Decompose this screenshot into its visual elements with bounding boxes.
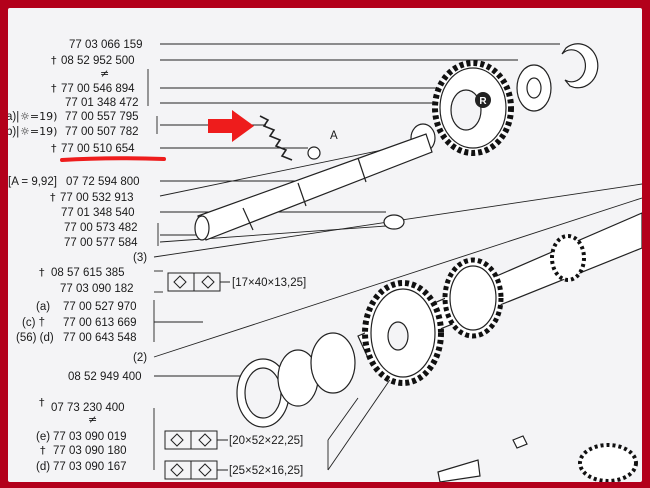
- main-shaft: [194, 133, 433, 241]
- callout-5: 77 00 557 795: [65, 111, 139, 123]
- dimension-block-1: [17×40×13,25]: [167, 272, 306, 292]
- gearbox-exploded-diagram: 77 03 066 159 † 08 52 952 500 ≠ † 77 00 …: [8, 39, 642, 482]
- ring-mark-r: R: [479, 96, 487, 107]
- callout-19: (2): [133, 352, 147, 364]
- callout-18-prefix: (56) (d): [16, 332, 54, 344]
- detent-ball: [307, 146, 321, 160]
- lower-fork: [437, 459, 481, 482]
- highlight-annotations: [60, 110, 254, 162]
- locking-pin: [383, 214, 405, 230]
- gap-label: A: [330, 130, 338, 142]
- callout-2-not-equal: ≠: [100, 67, 109, 80]
- callout-labels: 77 03 066 159 † 08 52 952 500 ≠ † 77 00 …: [8, 39, 147, 473]
- callout-15: 77 03 090 182: [60, 283, 134, 295]
- red-highlight-arrow: [208, 110, 254, 142]
- callout-6: 77 00 507 782: [65, 126, 139, 138]
- callout-5-mark: ☼=19): [20, 110, 57, 123]
- callout-16: 77 00 527 970: [63, 301, 137, 313]
- lay-gear-medium: [442, 257, 504, 339]
- dimension-blocks: [17×40×13,25] [20×52×22,25] [25×52×16,25…: [164, 272, 306, 480]
- dimension-block-3: [25×52×16,25]: [164, 460, 303, 480]
- callout-14-mark: †: [39, 266, 45, 279]
- callout-22: 77 03 090 019: [53, 431, 127, 443]
- exploded-diagram-page: 77 03 066 159 † 08 52 952 500 ≠ † 77 00 …: [8, 8, 642, 482]
- callout-4: 77 01 348 472: [65, 97, 139, 109]
- callout-17: 77 00 613 669: [63, 317, 137, 329]
- callout-9: 77 00 532 913: [60, 192, 134, 204]
- callout-13: (3): [133, 252, 147, 264]
- callout-6-prefix: b)|: [8, 126, 19, 138]
- bearing-symbol-icon: [170, 463, 184, 477]
- callout-5-prefix: a)|: [8, 111, 19, 123]
- callout-9-mark: †: [50, 191, 56, 204]
- bearing-symbol-icon: [198, 433, 212, 447]
- callout-14: 08 57 615 385: [51, 267, 125, 279]
- callout-24-prefix: (d): [36, 461, 50, 473]
- dimension-label-1: [17×40×13,25]: [232, 277, 306, 289]
- callout-20: 08 52 949 400: [68, 371, 142, 383]
- callout-17-prefix: (c) †: [22, 317, 45, 329]
- callout-10: 77 01 348 540: [61, 207, 135, 219]
- lower-gear: [578, 443, 638, 482]
- callout-8-prefix: [A = 9,92]: [8, 176, 57, 188]
- callout-1: 77 03 066 159: [69, 39, 143, 51]
- callout-7-mark: †: [51, 142, 57, 155]
- circlip: [561, 43, 599, 89]
- callout-11: 77 00 573 482: [64, 222, 138, 234]
- bearing-front: [236, 332, 356, 428]
- dimension-block-2: [20×52×22,25]: [164, 430, 303, 450]
- callout-24: 77 03 090 167: [53, 461, 127, 473]
- callout-22-prefix: (e): [36, 431, 50, 443]
- callout-18: 77 00 643 548: [63, 332, 137, 344]
- callout-3: 77 00 546 894: [61, 83, 135, 95]
- parts-drawing: R A: [194, 43, 642, 482]
- callout-21-mark: †: [39, 396, 45, 409]
- bearing-symbol-icon: [170, 433, 184, 447]
- callout-2-mark: †: [51, 54, 57, 67]
- bearing-symbol-icon: [173, 275, 187, 289]
- callout-16-prefix: (a): [36, 301, 50, 313]
- top-gear: R: [432, 60, 514, 156]
- bearing-symbol-icon: [198, 463, 212, 477]
- callout-21: 07 73 230 400: [51, 402, 125, 414]
- bearing-symbol-icon: [201, 275, 215, 289]
- callout-12: 77 00 577 584: [64, 237, 138, 249]
- callout-2: 08 52 952 500: [61, 55, 135, 67]
- callout-3-mark: †: [51, 82, 57, 95]
- callout-7: 77 00 510 654: [61, 143, 135, 155]
- lay-gear-large: [362, 280, 444, 386]
- callout-21-not-equal: ≠: [88, 413, 97, 426]
- callout-23-mark: †: [40, 444, 46, 457]
- red-highlight-underline: [60, 156, 166, 162]
- callout-6-mark: ☼=19): [20, 125, 57, 138]
- callout-23: 77 03 090 180: [53, 445, 127, 457]
- leader-lines: [147, 43, 642, 471]
- spring: [259, 115, 293, 161]
- lay-gear-small: [550, 234, 586, 282]
- callout-8: 07 72 594 800: [66, 176, 140, 188]
- dimension-label-3: [25×52×16,25]: [229, 465, 303, 477]
- dimension-label-2: [20×52×22,25]: [229, 435, 303, 447]
- small-key: [512, 435, 528, 449]
